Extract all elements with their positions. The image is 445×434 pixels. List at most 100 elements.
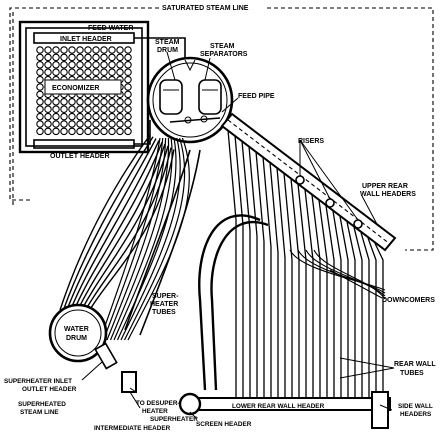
- economizer-coil: [116, 127, 124, 136]
- economizer-coil: [36, 98, 44, 106]
- label-side-wall-2: HEADERS: [400, 411, 432, 418]
- economizer-coil: [108, 68, 116, 76]
- economizer-coil: [92, 68, 100, 76]
- downcomer-tube: [313, 249, 386, 300]
- front-tube: [71, 141, 163, 316]
- economizer-coil: [116, 53, 124, 62]
- economizer-coil: [36, 105, 44, 113]
- economizer-coil: [116, 46, 124, 54]
- economizer-coil: [76, 68, 84, 76]
- rear-wall-tube: [276, 167, 286, 398]
- economizer-coil: [52, 105, 60, 113]
- rear-wall-tube: [325, 205, 335, 398]
- economizer-coil: [108, 120, 116, 128]
- economizer-coil: [60, 105, 68, 113]
- label-sh-steam-line-1: SUPERHEATED: [18, 401, 66, 408]
- economizer-coil: [44, 68, 52, 76]
- economizer-coil: [76, 120, 84, 128]
- front-tube: [123, 137, 186, 341]
- front-tube: [62, 136, 154, 312]
- economizer-coil: [52, 68, 60, 76]
- rear-wall-tube: [297, 183, 307, 398]
- economizer-coil: [124, 112, 132, 121]
- economizer-coil: [44, 120, 52, 128]
- economizer-coil: [52, 53, 60, 62]
- front-tube: [77, 145, 169, 318]
- label-screen-header: SCREEN HEADER: [196, 421, 252, 428]
- economizer-coil: [108, 105, 116, 113]
- label-saturated-steam-line: SATURATED STEAM LINE: [162, 5, 249, 12]
- economizer-coil: [44, 61, 52, 69]
- label-steam-separators-1: STEAM: [210, 43, 235, 50]
- economizer-coil: [84, 53, 92, 62]
- economizer-coil: [68, 46, 76, 54]
- economizer-coil: [36, 127, 44, 136]
- economizer-coil: [60, 68, 68, 76]
- economizer-coil: [36, 112, 44, 121]
- rear-wall-tube: [269, 162, 279, 398]
- economizer-coil: [84, 120, 92, 128]
- economizer-coil: [68, 53, 76, 62]
- economizer-coil: [92, 46, 100, 54]
- economizer-coil: [36, 68, 44, 76]
- label-outlet-header: OUTLET HEADER: [50, 153, 110, 160]
- rear-wall-tube: [248, 146, 258, 398]
- label-sh-intermediate-2: INTERMEDIATE HEADER: [94, 425, 171, 432]
- front-tube: [68, 140, 160, 314]
- economizer-coil: [92, 105, 100, 113]
- economizer-coil: [76, 46, 84, 54]
- rear-wall-tube: [318, 200, 328, 398]
- economizer-coil: [68, 68, 76, 76]
- economizer-coil: [36, 120, 44, 128]
- economizer-coil: [100, 53, 108, 62]
- label-feed-water: FEED WATER: [88, 25, 133, 32]
- label-steam-separators-2: SEPARATORS: [200, 51, 248, 58]
- economizer-coil: [84, 127, 92, 136]
- economizer-coil: [68, 61, 76, 69]
- economizer-coil: [84, 98, 92, 106]
- front-tube: [109, 137, 170, 341]
- economizer-coil: [92, 120, 100, 128]
- economizer-coil: [124, 127, 132, 136]
- economizer-coil: [76, 127, 84, 136]
- economizer-coil: [100, 127, 108, 136]
- label-steam-drum-1: STEAM: [155, 39, 180, 46]
- label-desuperheater-2: HEATER: [142, 408, 168, 415]
- front-tube: [120, 137, 181, 341]
- label-economizer: ECONOMIZER: [52, 85, 99, 92]
- rear-wall-tube: [262, 156, 272, 398]
- leader-lines: [81, 51, 395, 419]
- label-sh-inlet-2: OUTLET HEADER: [22, 386, 77, 393]
- label-water-drum-1: WATER: [64, 326, 89, 333]
- rear-wall-tube: [227, 129, 237, 398]
- economizer-coil: [52, 112, 60, 121]
- economizer-coil: [36, 90, 44, 99]
- economizer-coil: [36, 46, 44, 54]
- front-tube: [113, 137, 173, 341]
- rear-wall-tube: [283, 173, 293, 398]
- front-tube: [65, 138, 157, 313]
- economizer-coil: [36, 61, 44, 69]
- label-feed-pipe: FEED PIPE: [238, 93, 275, 100]
- lower-headers: [94, 342, 391, 429]
- rear-wall-tube: [332, 210, 342, 398]
- economizer-coil: [36, 75, 44, 84]
- economizer-coil: [76, 53, 84, 62]
- economizer-coil: [76, 98, 84, 106]
- front-tube: [74, 143, 166, 317]
- steam-drum: [146, 56, 234, 144]
- downcomer-tube: [289, 249, 386, 291]
- front-tube: [83, 149, 175, 320]
- economizer-coils: [36, 46, 132, 136]
- label-sh-intermediate-1: SUPERHEATER: [150, 416, 198, 423]
- economizer-coil: [52, 127, 60, 136]
- economizer-coil: [124, 90, 132, 99]
- economizer-coil: [60, 120, 68, 128]
- front-tube: [99, 137, 161, 341]
- economizer-coil: [84, 61, 92, 69]
- economizer-coil: [108, 127, 116, 136]
- front-tube: [80, 147, 172, 319]
- label-rear-wall-tubes-2: TUBES: [400, 370, 424, 377]
- economizer-coil: [92, 61, 100, 69]
